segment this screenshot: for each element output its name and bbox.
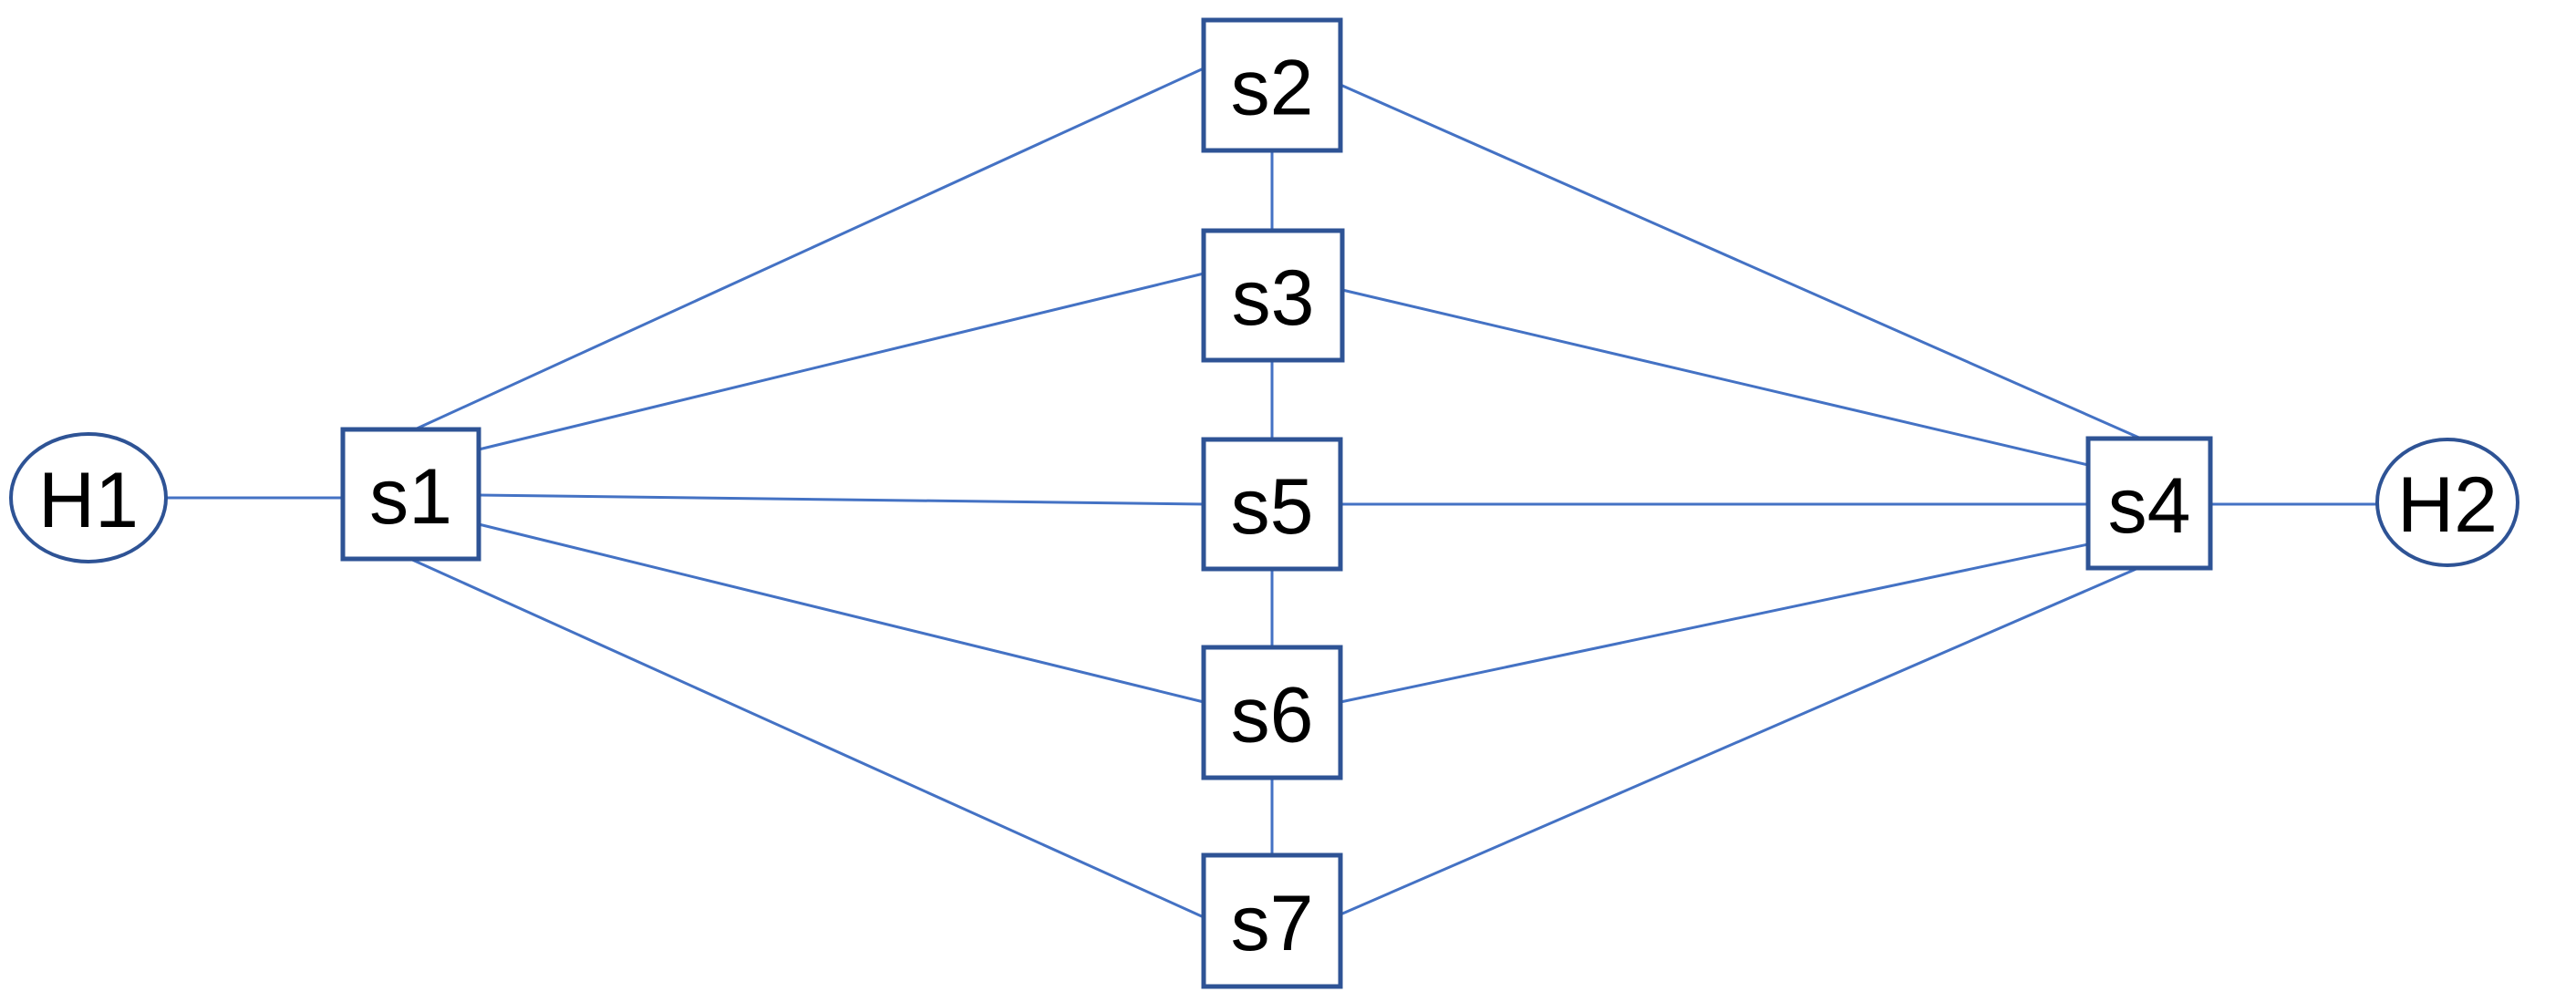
edge-s3-s4	[1341, 288, 2089, 467]
switch-box-shape-s6[interactable]	[1201, 645, 1343, 780]
switch-box-shape-s7[interactable]	[1201, 852, 1343, 989]
node-label-h2: H2	[2397, 461, 2498, 549]
nodes-layer: H1 s1 s2 s3 s5 s6 s7 s4 H2	[9, 17, 2519, 989]
node-s6[interactable]: s6	[1201, 645, 1343, 780]
switch-box-shape-s3[interactable]	[1201, 228, 1345, 363]
edge-s1-s5	[478, 493, 1205, 506]
node-s7[interactable]: s7	[1201, 852, 1343, 989]
node-h1[interactable]: H1	[9, 432, 168, 563]
node-label-s1: s1	[369, 453, 452, 541]
node-label-s2: s2	[1231, 45, 1314, 132]
edge-s1-s7	[409, 557, 1205, 919]
edge-s6-s4	[1340, 542, 2089, 704]
node-label-s5: s5	[1231, 463, 1314, 551]
node-label-s6: s6	[1231, 672, 1314, 759]
node-label-s7: s7	[1231, 880, 1314, 967]
switch-box-shape-s4[interactable]	[2085, 436, 2213, 571]
node-label-s3: s3	[1232, 254, 1315, 342]
node-s1[interactable]: s1	[340, 427, 481, 562]
host-circle-shape-h2[interactable]	[2375, 438, 2519, 567]
edge-s1-s3	[478, 272, 1205, 451]
node-s2[interactable]: s2	[1201, 17, 1343, 153]
edge-s7-s4	[1340, 566, 2139, 916]
host-circle-shape-h1[interactable]	[9, 432, 168, 563]
edge-s1-s6	[478, 522, 1205, 704]
node-s3[interactable]: s3	[1201, 228, 1345, 363]
node-label-s4: s4	[2108, 462, 2191, 550]
switch-box-shape-s2[interactable]	[1201, 17, 1343, 153]
node-label-h1: H1	[38, 457, 139, 544]
edges-layer	[166, 67, 2377, 919]
edge-s2-s4	[1340, 83, 2142, 440]
node-h2[interactable]: H2	[2375, 438, 2519, 567]
node-s5[interactable]: s5	[1201, 437, 1343, 572]
switch-box-shape-s1[interactable]	[340, 427, 481, 562]
switch-box-shape-s5[interactable]	[1201, 437, 1343, 572]
node-s4[interactable]: s4	[2085, 436, 2213, 571]
edge-s1-s2	[414, 67, 1205, 431]
